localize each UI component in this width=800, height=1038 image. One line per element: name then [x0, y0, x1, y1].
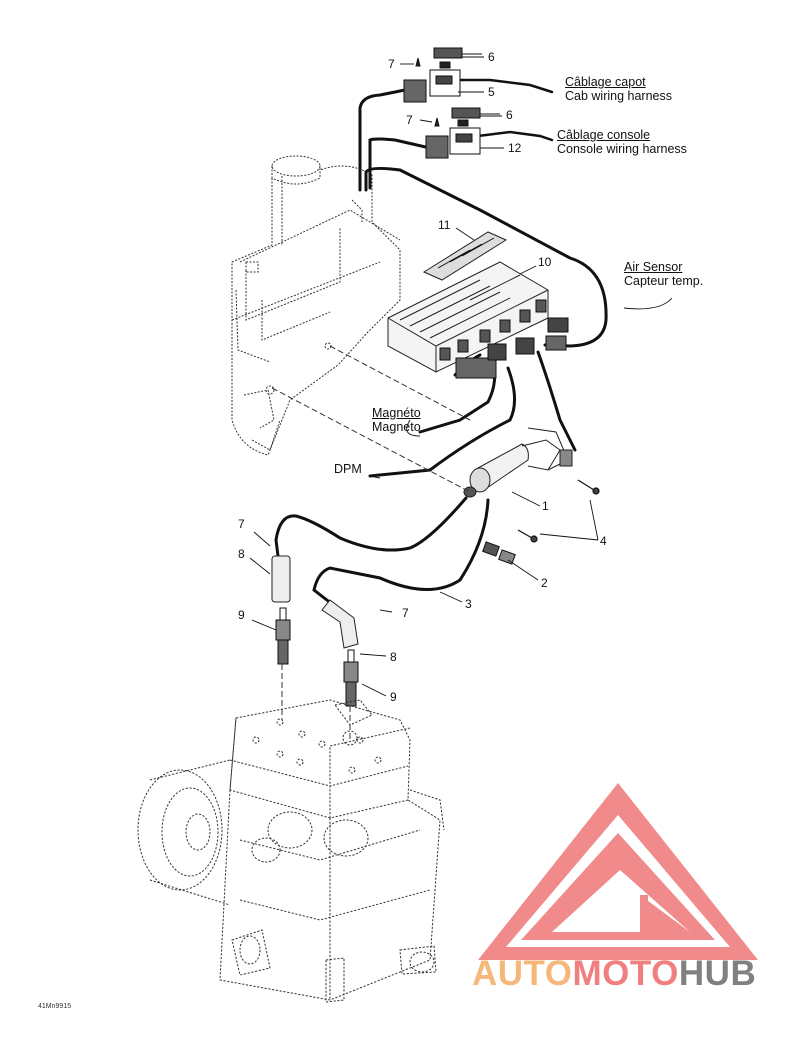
spark-plug-wires	[274, 496, 490, 606]
console-harness-label-en: Console wiring harness	[557, 142, 687, 156]
part-number-6: 6	[506, 108, 513, 122]
part-number-1: 1	[542, 499, 549, 513]
connectors	[403, 47, 569, 379]
console-harness-label-fr: Câblage console	[557, 128, 651, 142]
part-number-6: 6	[488, 50, 495, 64]
screws	[517, 479, 600, 543]
leader-lines	[249, 56, 673, 697]
part-number-12: 12	[508, 141, 522, 155]
watermark-hub: HUB	[678, 954, 757, 993]
part-number-9: 9	[238, 608, 245, 622]
part-number-7: 7	[388, 57, 395, 71]
spark-plugs	[275, 607, 359, 707]
module-cover	[422, 231, 508, 281]
air-sensor-label-fr: Capteur temp.	[624, 274, 704, 288]
dpm-label: DPM	[334, 462, 362, 476]
oil-tank	[231, 155, 401, 456]
cab-harness-label-en: Cab wiring harness	[565, 89, 672, 103]
engine	[137, 699, 445, 1003]
part-number-11: 11	[438, 218, 451, 232]
cab-harness-label-fr: Câblage capot	[565, 75, 646, 89]
air-sensor-label-en: Air Sensor	[624, 260, 683, 274]
watermark-moto: MOTO	[572, 954, 679, 993]
wiring-harness	[358, 78, 608, 478]
figure-code: 41Mn9915	[38, 1003, 72, 1010]
part-number-8: 8	[238, 547, 245, 561]
part-number-9: 9	[390, 690, 397, 704]
module-box	[387, 261, 549, 373]
part-number-5: 5	[488, 85, 495, 99]
magneto-label-en: Magneto	[372, 420, 421, 434]
part-number-7: 7	[402, 606, 409, 620]
part-number-10: 10	[538, 255, 552, 269]
watermark-logo: AUTOMOTOHUB	[472, 955, 756, 993]
part-number-7: 7	[406, 113, 413, 127]
part-number-4: 4	[600, 534, 607, 548]
part-number-8: 8	[390, 650, 397, 664]
part-number-3: 3	[465, 597, 472, 611]
sensor-connector	[482, 541, 516, 565]
watermark-triangle	[478, 783, 758, 960]
part-number-7: 7	[238, 517, 245, 531]
spark-plug-caps	[271, 555, 359, 649]
ignition-coil	[463, 427, 573, 498]
magneto-label-fr: Magnéto	[372, 406, 421, 420]
part-number-2: 2	[541, 576, 548, 590]
reference-lines	[271, 345, 471, 740]
watermark-auto: AUTO	[472, 954, 573, 993]
